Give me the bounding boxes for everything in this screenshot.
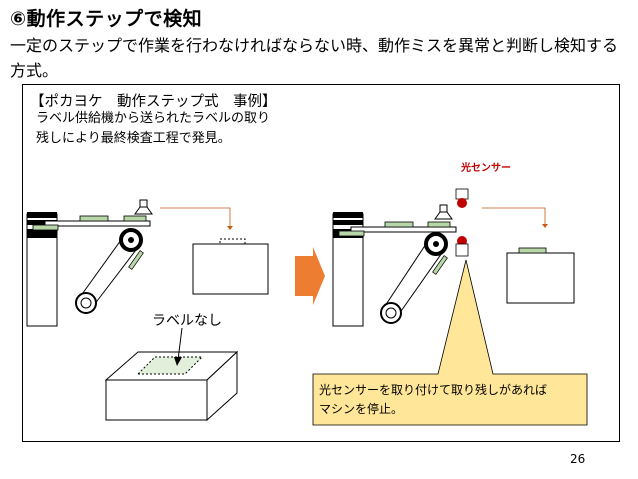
right-label (427, 221, 451, 228)
slide-heading: ⑥動作ステップで検知 (10, 8, 203, 30)
right-transfer-arrow (482, 207, 546, 226)
right-product-label (518, 247, 547, 254)
example-title: 【ポカヨケ 動作ステップ式 事例】 (30, 94, 277, 110)
no-label-pointer (177, 327, 183, 361)
left-transfer-arrow (160, 207, 231, 228)
empty-label-area (136, 356, 204, 375)
right-conveyor (350, 226, 457, 233)
left-label (79, 215, 109, 222)
left-label (123, 215, 147, 222)
left-suction-head (134, 199, 153, 215)
right-label (338, 230, 365, 237)
left-missing-label (219, 238, 246, 245)
sensor-label: 光センサー (461, 163, 511, 174)
product-3d-box (104, 350, 239, 422)
intro-text: 一定のステップで作業を行わなければならない時、動作ミスを異常と判断し検知する方式… (10, 36, 619, 80)
left-conveyor (44, 220, 151, 227)
left-slanted-label (128, 250, 144, 270)
left-label (32, 224, 59, 231)
page-number: 26 (570, 452, 586, 466)
light-sensor-top (455, 188, 469, 208)
description-line: 残しにより最終検査工程で発見。 (36, 131, 231, 146)
callout-box (312, 259, 588, 426)
right-suction-head (434, 204, 453, 220)
light-sensor-bottom (455, 236, 469, 257)
right-product (506, 252, 575, 304)
process-arrow (295, 247, 325, 305)
left-product (192, 243, 269, 295)
example-description: ラベル供給機から送られたラベルの取り 残しにより最終検査工程で発見。 (36, 109, 270, 149)
right-label (384, 221, 414, 228)
callout-line: マシンを停止。 (319, 402, 404, 416)
callout-line: 光センサーを取り付けて取り残しがあれば (319, 383, 548, 397)
example-frame (22, 84, 620, 442)
no-label-caption: ラベルなし (152, 313, 222, 329)
callout-text: 光センサーを取り付けて取り残しがあれば マシンを停止。 (319, 381, 547, 419)
left-label-machine (26, 212, 58, 327)
description-line: ラベル供給機から送られたラベルの取り (36, 111, 271, 126)
right-slanted-label (432, 255, 448, 275)
